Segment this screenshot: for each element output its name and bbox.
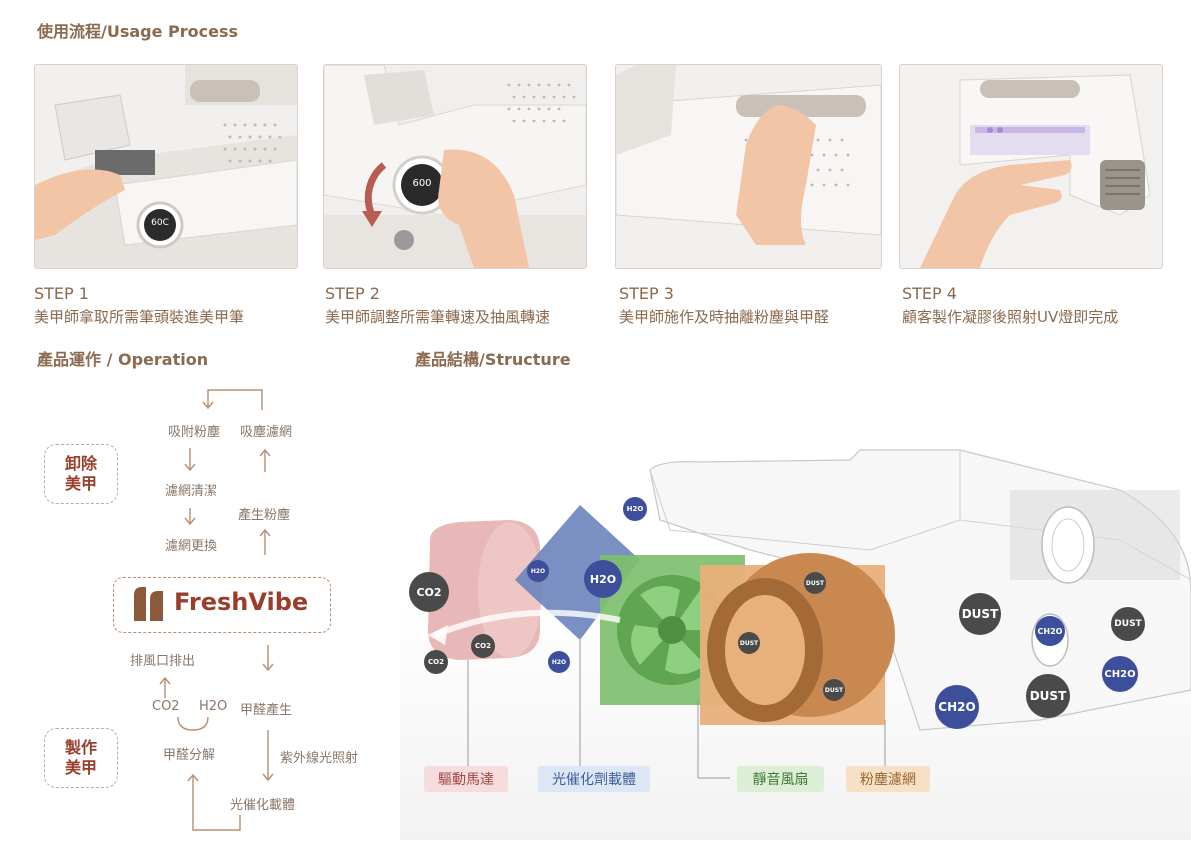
bubble-ch2o-small: CH2O (1035, 616, 1065, 646)
bubble-co2-large: CO2 (409, 572, 449, 612)
step-3-image (615, 64, 882, 269)
step-4-label: STEP 4 (902, 284, 957, 303)
tag-remove-line-2: 美甲 (64, 474, 97, 493)
bubble-dust-filter-left: DUST (738, 632, 760, 654)
bubble-h2o-bottom: H2O (548, 651, 570, 673)
bubble-ch2o-large: CH2O (935, 685, 979, 729)
tag-remove-nails: 卸除美甲 (44, 444, 118, 504)
step-2-dial-readout: 600 (412, 178, 432, 189)
step-2-image: 600 (323, 64, 587, 269)
node-formaldehyde-produce: 甲醛產生 (240, 703, 293, 718)
bubble-ch2o-right: CH2O (1102, 656, 1138, 692)
brand-name: FreshVibe (174, 588, 309, 616)
node-adsorb-dust: 吸附粉塵 (168, 425, 221, 440)
tag-make-line-2: 美甲 (64, 758, 97, 777)
node-dust-filter: 吸塵濾網 (240, 425, 293, 440)
exploded-structure-illustration (400, 449, 1191, 840)
step-2-desc: 美甲師調整所需筆轉速及抽風轉速 (325, 308, 551, 326)
node-co2: CO2 (152, 699, 180, 714)
bubble-dust-right: DUST (1111, 607, 1145, 641)
node-uv: 紫外線光照射 (280, 751, 359, 766)
step-1-image: 60C (34, 64, 298, 269)
step-4-desc: 顧客製作凝膠後照射UV燈即完成 (902, 308, 1119, 326)
node-filter-clean: 濾網清潔 (165, 484, 218, 499)
step-3-label: STEP 3 (619, 284, 674, 303)
bubble-h2o-top: H2O (623, 497, 647, 521)
bubble-dust-filter-top: DUST (804, 572, 826, 594)
step-1-desc: 美甲師拿取所需筆頭裝進美甲筆 (34, 308, 245, 326)
tag-remove-line-1: 卸除 (64, 454, 97, 473)
tag-make-line-1: 製作 (64, 738, 97, 757)
step-1-dial-readout: 60C (151, 218, 169, 228)
node-exhaust: 排風口排出 (130, 654, 196, 669)
operation-title: 產品運作 / Operation (37, 350, 209, 369)
bubble-dust-large: DUST (959, 593, 1001, 635)
step-4-image (899, 64, 1163, 269)
freshvibe-logo-icon (134, 587, 163, 621)
node-photocatalyst: 光催化載體 (230, 798, 296, 813)
operation-flow-arrows (159, 389, 274, 831)
usage-title: 使用流程/Usage Process (37, 22, 239, 41)
tag-make-nails: 製作美甲 (44, 728, 118, 788)
step-2-label: STEP 2 (325, 284, 380, 303)
legend-catalyst: 光催化劑載體 (538, 766, 650, 792)
bubble-h2o-small: H2O (527, 560, 549, 582)
legend-dust-filter: 粉塵濾網 (846, 766, 930, 792)
node-filter-replace: 濾網更換 (165, 539, 218, 554)
brand-box (113, 577, 331, 633)
node-h2o: H2O (199, 699, 228, 714)
bubble-co2-small: CO2 (424, 650, 448, 674)
structure-title: 產品結構/Structure (415, 350, 571, 369)
node-dust-produce: 產生粉塵 (238, 508, 291, 523)
legend-motor: 驅動馬達 (424, 766, 508, 792)
bubble-dust-bottom: DUST (1026, 674, 1070, 718)
node-formaldehyde-decompose: 甲醛分解 (163, 748, 216, 763)
bubble-h2o-large: H2O (584, 560, 622, 598)
legend-fan: 靜音風扇 (737, 766, 824, 792)
bubble-dust-filter-bottom: DUST (823, 679, 845, 701)
step-3-desc: 美甲師施作及時抽離粉塵與甲醛 (619, 308, 830, 326)
bubble-co2-mid: CO2 (471, 634, 495, 658)
step-1-label: STEP 1 (34, 284, 89, 303)
